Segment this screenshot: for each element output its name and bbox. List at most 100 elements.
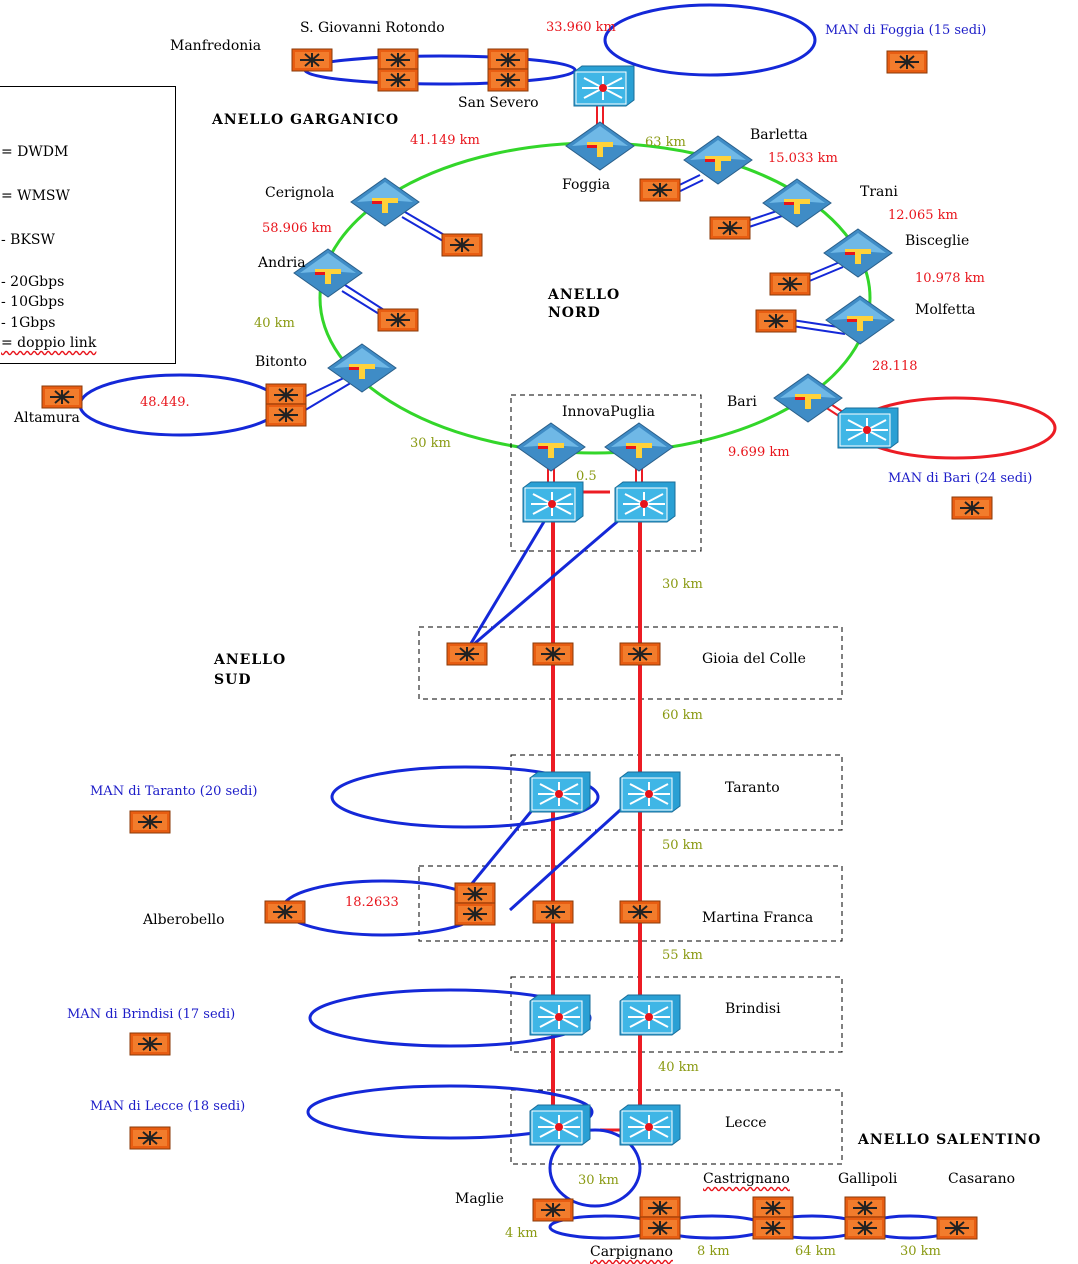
dist-maglie-carpignano: 4 km — [505, 1226, 538, 1241]
dist-foggia-cerignola: 41.149 km — [410, 133, 480, 148]
taranto-man-link — [330, 765, 600, 829]
label-carpignano: Carpignano — [590, 1244, 673, 1260]
bksw-cerignola — [441, 233, 483, 257]
label-castrignano: Castrignano — [703, 1171, 790, 1187]
legend-20gbps: - 20Gbps — [1, 274, 65, 290]
legend-doppio-link: = doppio link — [1, 335, 97, 351]
label-taranto: Taranto — [725, 780, 780, 796]
legend-wmsw: = WMSW — [1, 188, 70, 204]
bksw-casarano — [936, 1216, 978, 1240]
label-san-severo: San Severo — [458, 95, 539, 111]
dist-foggia-barletta: 63 km — [645, 135, 686, 150]
backbone-links — [551, 518, 642, 1132]
label-altamura: Altamura — [14, 410, 80, 426]
dist-innova-bari: 9.699 km — [728, 445, 790, 460]
dist-altamura: 48.449. — [140, 395, 190, 410]
dist-trani-bisceglie: 12.065 km — [888, 208, 958, 223]
dist-molfetta-bari: 28.118 — [872, 359, 918, 374]
bksw-alberobello-2 — [455, 883, 495, 925]
dist-lecce-maglie: 30 km — [578, 1173, 619, 1188]
dist-alberobello: 18.2633 — [345, 895, 399, 910]
label-andria: Andria — [258, 255, 306, 271]
dist-innova-gioia: 30 km — [662, 577, 703, 592]
label-bisceglie: Bisceglie — [905, 233, 970, 249]
wmsw-bari — [837, 407, 899, 449]
label-martina: Martina Franca — [702, 910, 814, 926]
label-man-brindisi: MAN di Brindisi (17 sedi) — [67, 1007, 236, 1022]
bksw-barletta — [639, 178, 681, 202]
dist-carpignano-castrignano: 8 km — [697, 1244, 730, 1259]
dist-gargano: 33.960 km — [546, 20, 616, 35]
bksw-carpignano — [640, 1197, 680, 1239]
nord-spur-links — [297, 174, 846, 413]
wmsw-lecce-1 — [529, 1104, 591, 1146]
dist-martina-brindisi: 55 km — [662, 948, 703, 963]
dist-brindisi-lecce: 40 km — [658, 1060, 699, 1075]
wmsw-san-severo — [573, 65, 635, 107]
label-san-giovanni: S. Giovanni Rotondo — [300, 20, 445, 36]
bksw-san-giovanni — [378, 49, 418, 91]
wmsw-innova-1 — [522, 481, 584, 523]
bksw-man-taranto — [129, 810, 171, 834]
label-gioia: Gioia del Colle — [702, 651, 806, 667]
wmsw-brindisi-2 — [619, 994, 681, 1036]
section-nord-1: ANELLO — [548, 287, 621, 303]
bksw-castrignano — [753, 1197, 793, 1239]
section-salentino: ANELLO SALENTINO — [858, 1132, 1042, 1148]
gioia-blue-links — [465, 513, 626, 652]
wmsw-lecce-2 — [619, 1104, 681, 1146]
dist-bitonto-innova: 30 km — [410, 436, 451, 451]
label-trani: Trani — [860, 184, 898, 200]
dist-innova-internal: 0.5 — [576, 469, 597, 484]
bksw-martina-1 — [532, 900, 574, 924]
dwdm-foggia — [565, 121, 635, 171]
bksw-gioia-2 — [532, 642, 574, 666]
label-man-bari: MAN di Bari (24 sedi) — [888, 471, 1033, 486]
bksw-trani — [709, 216, 751, 240]
lecce-maglie-link — [548, 1128, 642, 1208]
bksw-gioia-3 — [619, 642, 661, 666]
label-gallipoli: Gallipoli — [838, 1171, 898, 1187]
dwdm-bari — [773, 373, 843, 423]
label-manfredonia: Manfredonia — [170, 38, 262, 54]
dwdm-innova-1 — [516, 422, 586, 472]
dist-taranto-martina: 50 km — [662, 838, 703, 853]
label-barletta: Barletta — [750, 127, 808, 143]
bksw-bisceglie — [769, 272, 811, 296]
label-man-foggia: MAN di Foggia (15 sedi) — [825, 23, 987, 38]
label-innova: InnovaPuglia — [562, 404, 655, 420]
label-man-taranto: MAN di Taranto (20 sedi) — [90, 784, 258, 799]
dwdm-molfetta — [825, 295, 895, 345]
bksw-man-bari — [951, 496, 993, 520]
site-boxes — [418, 394, 843, 1165]
wmsw-brindisi-1 — [529, 994, 591, 1036]
bksw-man-brindisi — [129, 1032, 171, 1056]
bksw-martina-2 — [619, 900, 661, 924]
bksw-gallipoli — [845, 1197, 885, 1239]
label-brindisi: Brindisi — [725, 1001, 781, 1017]
label-foggia: Foggia — [562, 177, 611, 193]
label-alberobello: Alberobello — [143, 912, 225, 928]
bksw-alberobello — [264, 900, 306, 924]
bksw-man-foggia — [886, 50, 928, 74]
bksw-nodes — [41, 48, 993, 1240]
dist-cerignola-andria: 58.906 km — [262, 221, 332, 236]
bksw-san-severo — [488, 49, 528, 91]
legend-1gbps: - 1Gbps — [1, 315, 56, 331]
wmsw-innova-2 — [614, 481, 676, 523]
legend: = DWDM = WMSW - BKSW - 20Gbps - 10Gbps -… — [0, 86, 176, 364]
dist-bisceglie-molfetta: 10.978 km — [915, 271, 985, 286]
section-gargano: ANELLO GARGANICO — [212, 112, 400, 128]
section-nord-2: NORD — [548, 305, 601, 321]
dist-castrignano-gallipoli: 64 km — [795, 1244, 836, 1259]
bksw-andria — [377, 308, 419, 332]
label-man-lecce: MAN di Lecce (18 sedi) — [90, 1099, 246, 1114]
label-bitonto: Bitonto — [255, 354, 307, 370]
label-maglie: Maglie — [455, 1191, 504, 1207]
label-bari: Bari — [727, 394, 757, 410]
dwdm-innova-2 — [604, 422, 674, 472]
legend-bksw: - BKSW — [1, 232, 55, 248]
dist-gioia-taranto: 60 km — [662, 708, 703, 723]
label-casarano: Casarano — [948, 1171, 1016, 1187]
taranto-martina-links — [463, 801, 630, 912]
